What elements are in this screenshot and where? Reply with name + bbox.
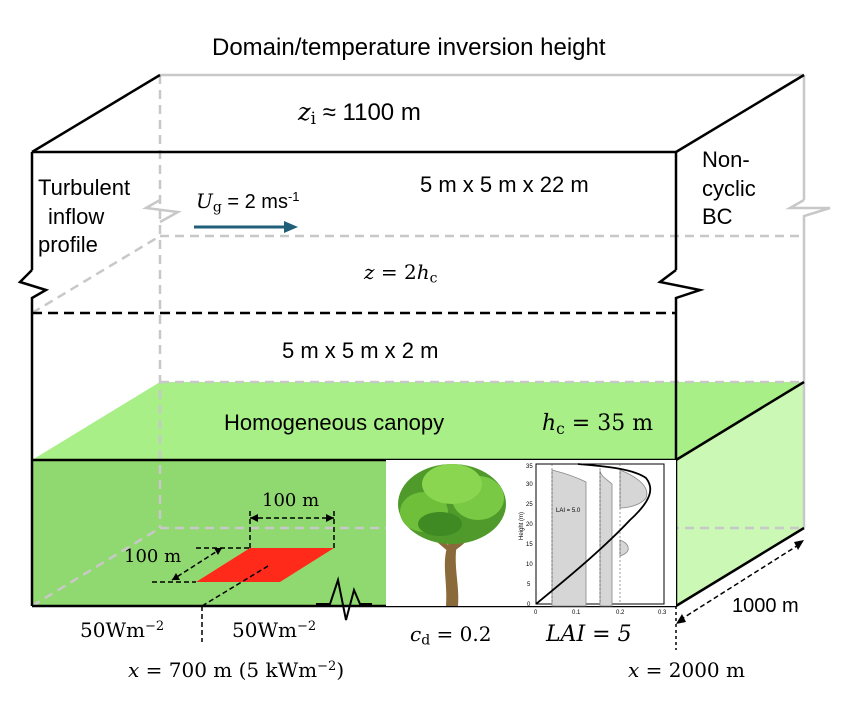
patch-depth-label: 100 m (124, 546, 182, 567)
x-end-label: x = 2000 m (628, 658, 745, 682)
svg-text:35: 35 (526, 464, 533, 470)
patch-dimensions (152, 510, 335, 642)
flux-mid-label: 50Wm−2 (232, 618, 317, 643)
svg-text:0.2: 0.2 (616, 610, 625, 616)
domain-title: Domain/temperature inversion height (212, 34, 606, 61)
inflow-line2: inflow (48, 203, 105, 229)
fluctuation-icon (316, 576, 372, 621)
ug-arrow (194, 221, 298, 233)
cd-label: cd = 0.2 (410, 622, 492, 649)
ug-label: Ug = 2 ms-1 (196, 189, 300, 216)
svg-text:0.1: 0.1 (572, 610, 581, 616)
svg-text:0.3: 0.3 (658, 610, 667, 616)
zi-label: zi ≈ 1100 m (298, 98, 421, 129)
patch-arrowheads (172, 514, 334, 580)
lad-ylabel: Height (m) (519, 512, 525, 540)
canopy-top-face (32, 382, 804, 460)
inflow-line3: profile (38, 232, 98, 258)
svg-text:0: 0 (527, 602, 531, 608)
width-dimension (676, 540, 804, 624)
lad-inset-label: LAI = 5.0 (556, 508, 581, 514)
outflow-line3: BC (702, 204, 733, 230)
tree-image (386, 460, 514, 606)
upper-grid-label: 5 m x 5 m x 22 m (420, 172, 589, 197)
heat-source-patch (196, 548, 334, 582)
z-level-label: z = 2hc (364, 260, 438, 287)
patch-width-label: 100 m (262, 490, 320, 511)
x-source-label: x = 700 m (5 kWm−2) (128, 658, 345, 683)
lad-yticks: 0 5 10 15 20 25 30 35 (526, 464, 533, 608)
inflow-line1: Turbulent (38, 175, 131, 200)
lad-xticks: 0 0.1 0.2 0.3 (534, 610, 667, 616)
lad-profile-plot: LAI = 5.0 Height (m) 0 5 10 15 20 25 30 … (514, 460, 676, 616)
svg-text:25: 25 (526, 502, 533, 508)
svg-text:30: 30 (526, 482, 533, 488)
domain-width-label: 1000 m (732, 595, 799, 617)
svg-text:0: 0 (534, 610, 538, 616)
svg-text:5: 5 (527, 582, 531, 588)
svg-text:10: 10 (526, 562, 533, 568)
canopy-label: Homogeneous canopy (224, 410, 445, 435)
outflow-line1: Non- (702, 147, 750, 172)
lai-label: LAI = 5 (546, 622, 632, 647)
svg-text:20: 20 (526, 522, 533, 528)
outflow-line2: cyclic (702, 175, 756, 201)
hc-label: hc = 35 m (542, 411, 654, 438)
flux-left-label: 50Wm−2 (80, 618, 165, 643)
canopy-front-face (32, 460, 386, 606)
canopy-side-face (676, 382, 804, 606)
lower-grid-label: 5 m x 5 m x 2 m (282, 338, 439, 363)
svg-text:15: 15 (526, 542, 533, 548)
outflow-label: Non- cyclic BC (702, 146, 802, 232)
inflow-label: Turbulent inflow profile (38, 174, 158, 260)
